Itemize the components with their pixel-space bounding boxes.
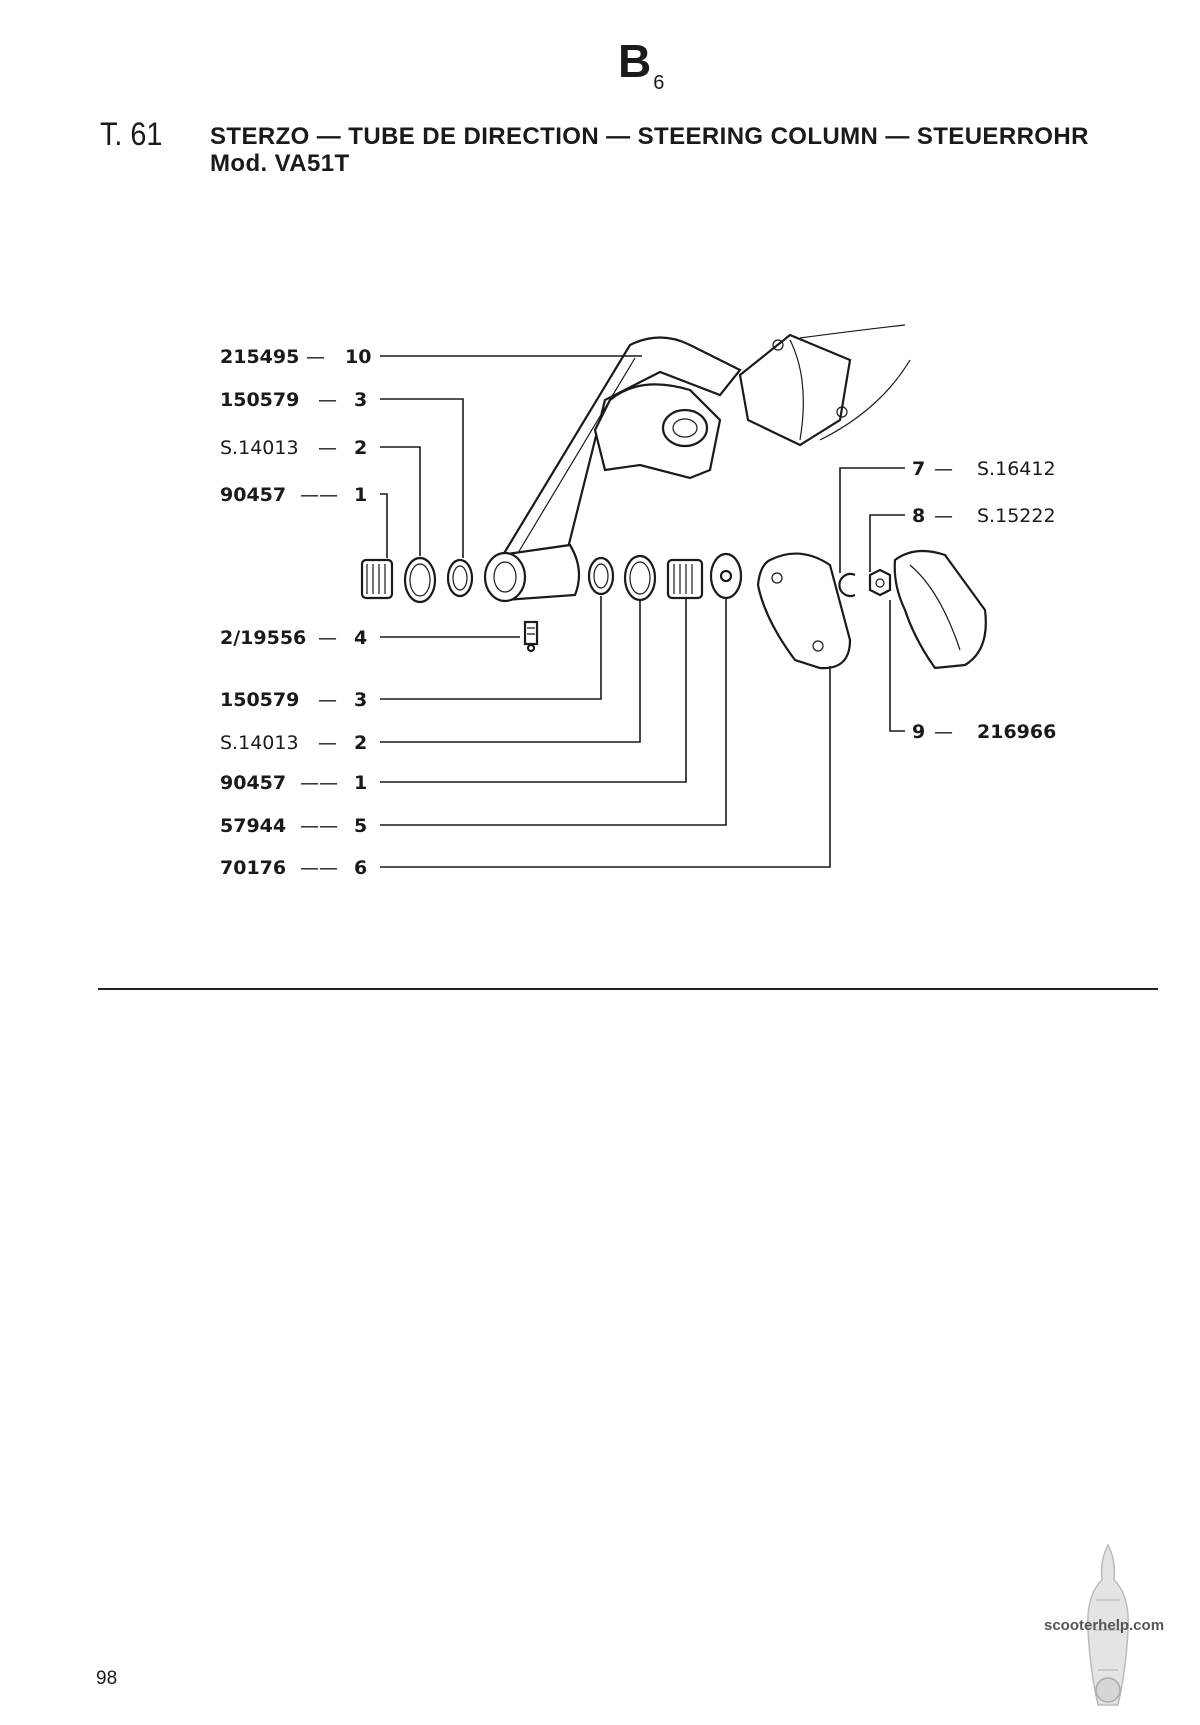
- part-ref: 2: [354, 732, 367, 754]
- part-code: S.14013: [220, 437, 299, 459]
- exploded-parts-diagram: 215495 — 10 150579 — 3 S.14013 — 2 90457…: [220, 324, 1056, 879]
- svg-text:——: ——: [300, 857, 338, 879]
- part-ref: 3: [354, 389, 367, 411]
- right-bearing-stack: [587, 552, 743, 602]
- watermark: scooterhelp.com: [1044, 1617, 1165, 1634]
- fastener-illustrations: [838, 549, 987, 670]
- part-code: 2/19556: [220, 627, 306, 649]
- part-code: S.16412: [977, 458, 1056, 480]
- svg-text:—: —: [934, 721, 953, 743]
- svg-text:—: —: [318, 627, 337, 649]
- part-code: 150579: [220, 389, 299, 411]
- part-ref: 10: [345, 346, 371, 368]
- horizontal-rule: [98, 988, 1158, 990]
- svg-text:——: ——: [300, 484, 338, 506]
- part-ref: 6: [354, 857, 367, 879]
- svg-text:—: —: [318, 437, 337, 459]
- part-ref: 9: [912, 721, 925, 743]
- part-code: 70176: [220, 857, 286, 879]
- part-ref: 3: [354, 689, 367, 711]
- table-number: T. 61: [100, 116, 163, 152]
- svg-text:—: —: [318, 389, 337, 411]
- part-ref: 2: [354, 437, 367, 459]
- part-ref: 1: [354, 772, 367, 794]
- part-code: 90457: [220, 772, 286, 794]
- svg-text:——: ——: [300, 815, 338, 837]
- section-subscript: 6: [653, 72, 665, 94]
- part-code: 215495: [220, 346, 299, 368]
- steering-arm-illustration: [483, 324, 911, 603]
- model-label: Mod. VA51T: [210, 150, 350, 177]
- part-ref: 1: [354, 484, 367, 506]
- part-ref: 7: [912, 458, 925, 480]
- svg-text:——: ——: [300, 772, 338, 794]
- part-ref: 5: [354, 815, 367, 837]
- svg-text:—: —: [934, 505, 953, 527]
- part-code: S.15222: [977, 505, 1056, 527]
- svg-text:—: —: [318, 689, 337, 711]
- svg-text:—: —: [934, 458, 953, 480]
- section-letter: B: [618, 35, 652, 87]
- page-number: 98: [96, 1668, 118, 1689]
- part-code: 216966: [977, 721, 1056, 743]
- cam-plate-illustration: [756, 552, 852, 670]
- scooter-logo: [1087, 1543, 1129, 1706]
- part-code: 57944: [220, 815, 286, 837]
- grease-nipple-illustration: [523, 620, 539, 653]
- svg-text:—: —: [318, 732, 337, 754]
- part-ref: 4: [354, 627, 367, 649]
- page-title: STERZO — TUBE DE DIRECTION — STEERING CO…: [210, 123, 1089, 150]
- leader-lines: [380, 355, 905, 868]
- part-code: 90457: [220, 484, 286, 506]
- part-code: S.14013: [220, 732, 299, 754]
- svg-text:—: —: [306, 346, 325, 368]
- left-bearing-stack: [360, 556, 474, 604]
- part-ref: 8: [912, 505, 925, 527]
- callout-labels: 215495 — 10 150579 — 3 S.14013 — 2 90457…: [220, 346, 1056, 879]
- part-code: 150579: [220, 689, 299, 711]
